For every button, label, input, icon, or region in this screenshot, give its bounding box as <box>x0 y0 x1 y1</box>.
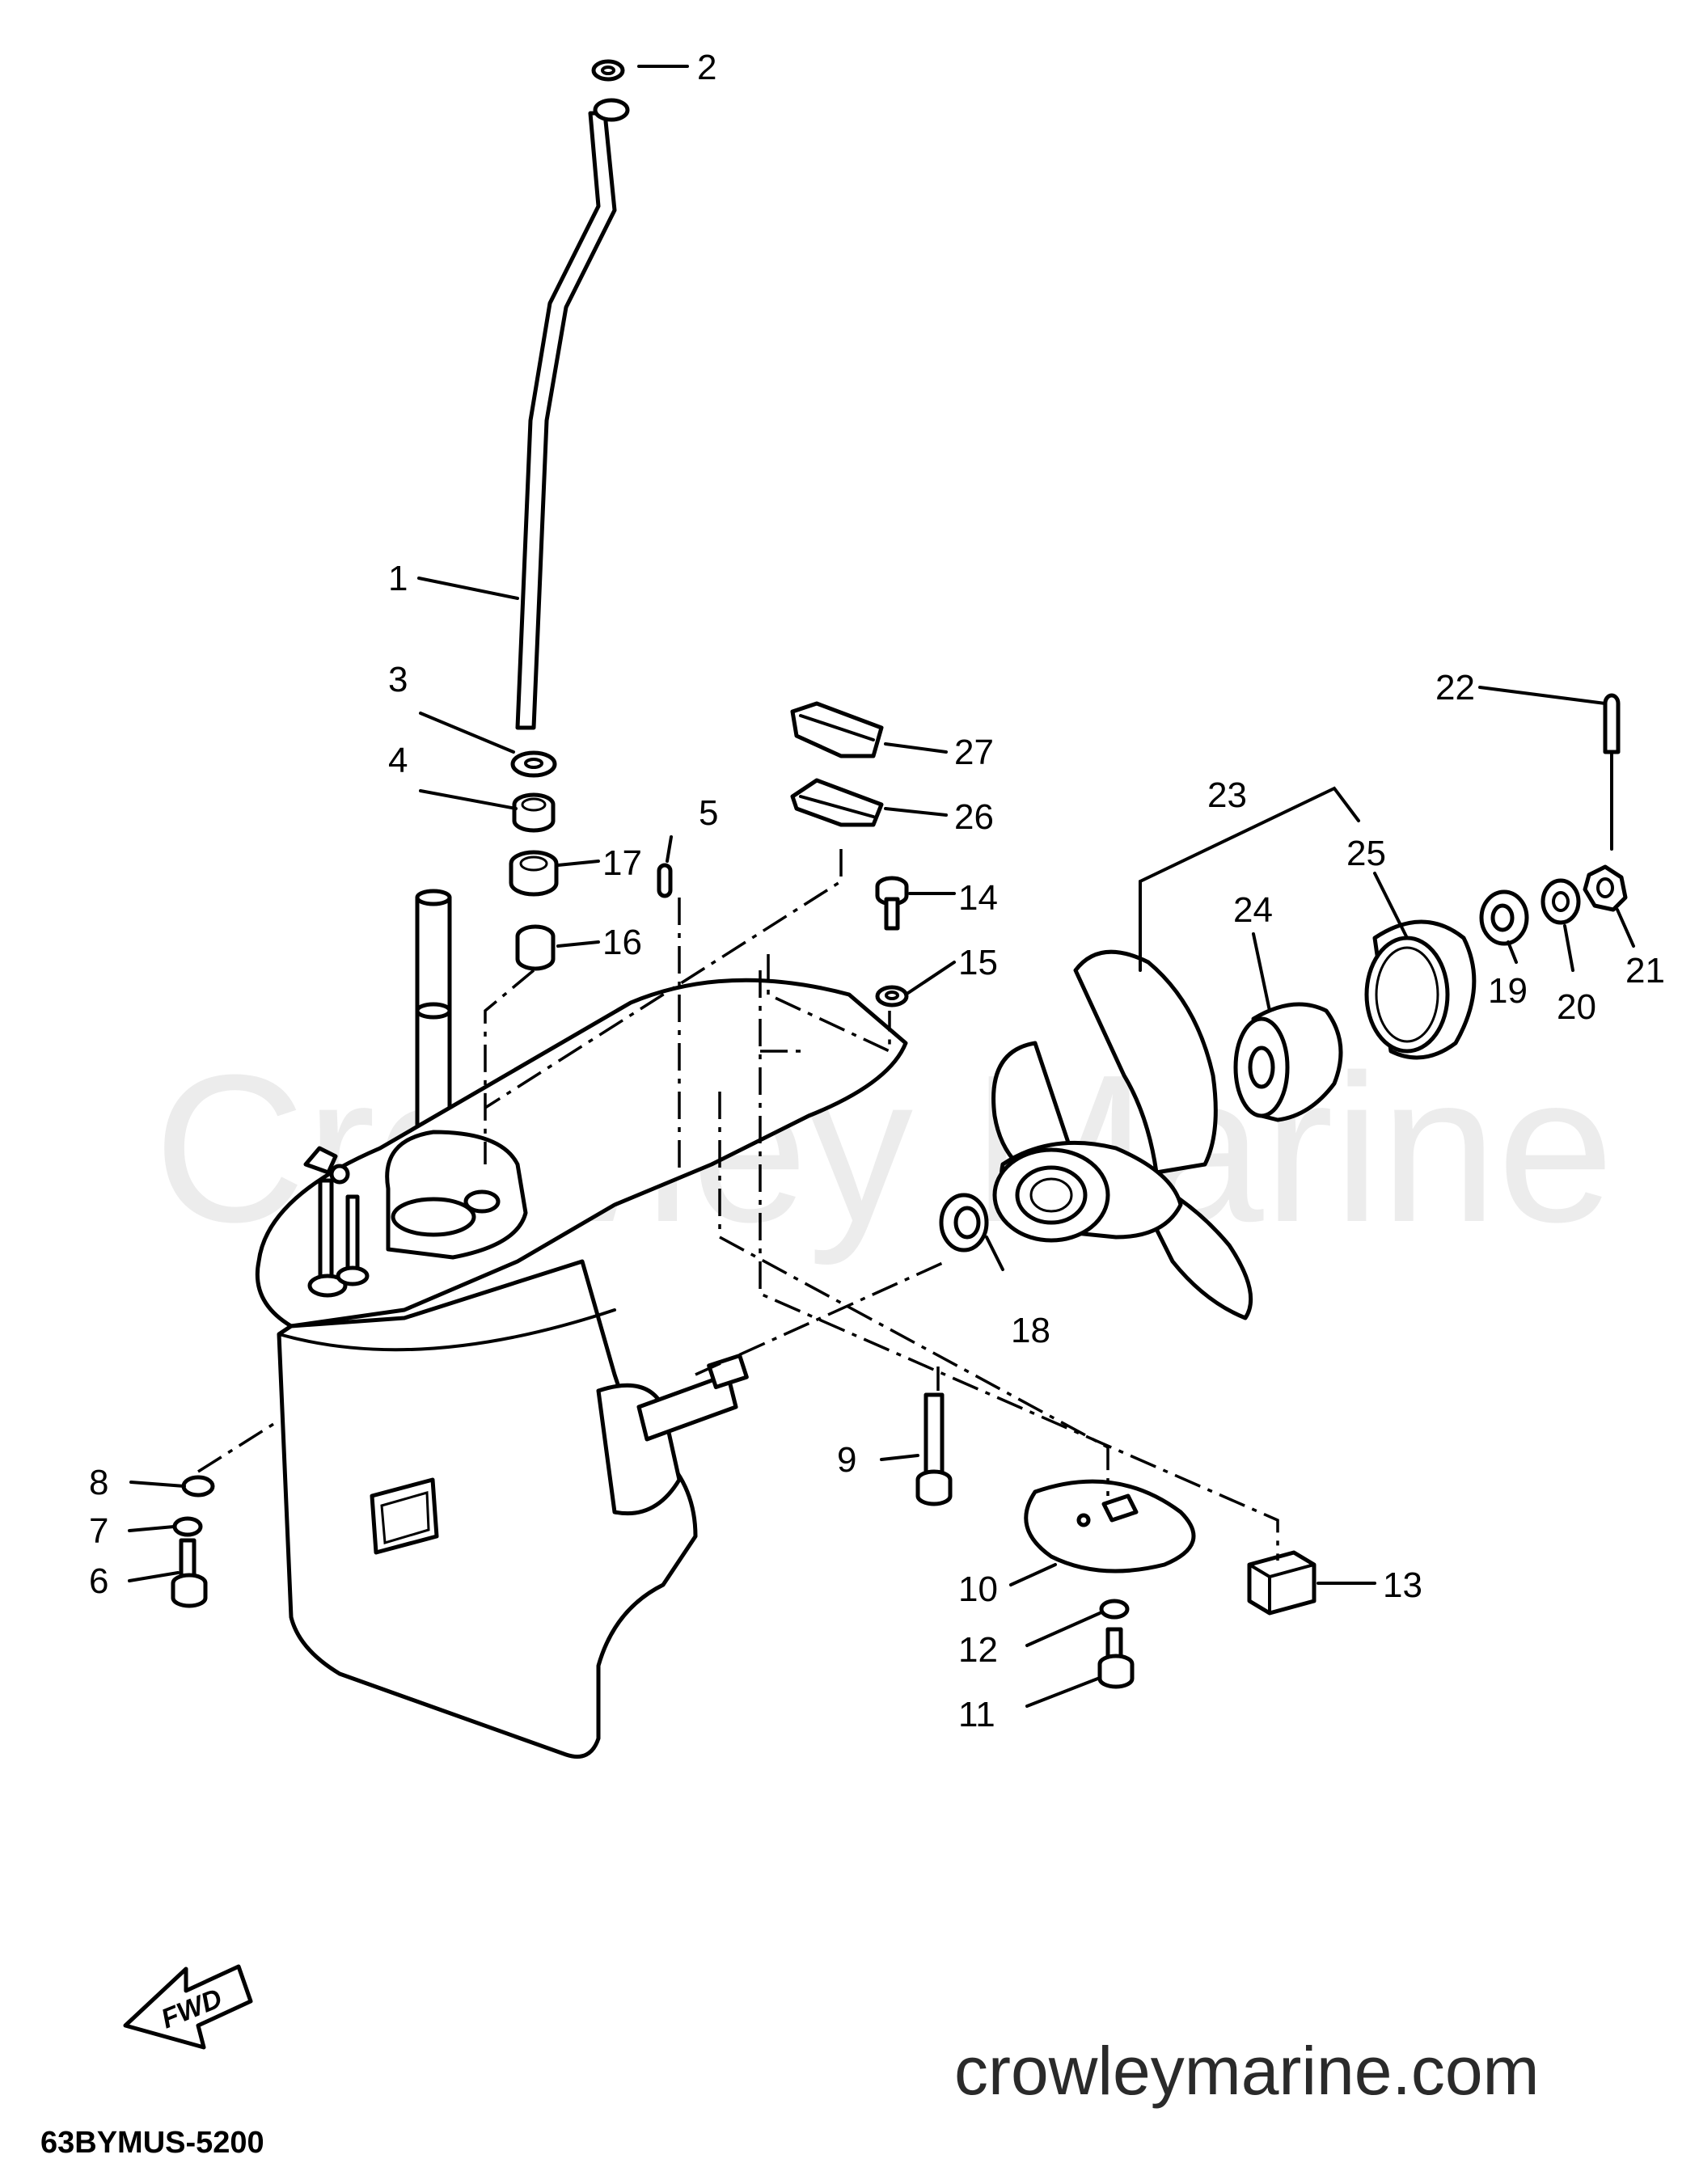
callout-4: 4 <box>388 741 408 780</box>
callout-3: 3 <box>388 660 408 699</box>
callout-13: 13 <box>1383 1565 1422 1605</box>
anode-13-part <box>1247 1550 1317 1616</box>
ring-part <box>1364 919 1477 1060</box>
callout-17: 17 <box>602 843 642 883</box>
pin-part <box>657 863 673 898</box>
diagram-code: 63BYMUS-5200 <box>40 2126 264 2160</box>
leader-lines <box>128 65 1635 1708</box>
fwd-arrow-icon: FWD <box>123 1964 253 2050</box>
callout-18: 18 <box>1011 1311 1050 1350</box>
lower-unit-housing <box>255 889 908 1759</box>
callout-23: 23 <box>1207 775 1247 815</box>
bolt-14-15-parts <box>875 876 909 1008</box>
grommet-parts <box>509 750 559 971</box>
trim-tab-parts <box>790 701 884 827</box>
callout-26: 26 <box>954 797 994 837</box>
thrust-washer-part <box>939 1193 989 1253</box>
bolt-11-12-parts <box>1097 1599 1135 1689</box>
callout-22: 22 <box>1435 668 1475 708</box>
callout-11: 11 <box>958 1695 995 1734</box>
callout-9: 9 <box>837 1440 856 1480</box>
cotter-pin-part <box>1603 693 1621 851</box>
bolt-9-part <box>915 1392 953 1506</box>
assembly-lines <box>197 849 1279 1561</box>
callout-21: 21 <box>1625 951 1665 991</box>
callout-10: 10 <box>958 1569 998 1609</box>
callout-14: 14 <box>958 878 998 918</box>
callout-7: 7 <box>89 1511 108 1551</box>
callout-8: 8 <box>89 1463 108 1502</box>
propeller-part <box>991 949 1253 1320</box>
spacer-part <box>1233 1002 1343 1122</box>
callout-5: 5 <box>699 793 718 833</box>
footer-url: crowleymarine.com <box>954 2033 1540 2109</box>
callout-25: 25 <box>1346 834 1386 873</box>
callout-6: 6 <box>89 1561 108 1601</box>
callout-15: 15 <box>958 943 998 982</box>
callout-labels: 1 2 3 4 5 6 7 8 9 10 11 12 13 14 15 16 1… <box>89 48 1665 1734</box>
callout-1: 1 <box>388 559 408 598</box>
bolt-6-7-8-parts <box>171 1475 215 1608</box>
washer-nut-parts <box>1479 864 1628 946</box>
callout-24: 24 <box>1233 890 1273 930</box>
trim-tab-10-part <box>1024 1479 1196 1574</box>
callout-12: 12 <box>958 1630 998 1670</box>
shift-rod-part <box>515 59 630 730</box>
callout-16: 16 <box>602 923 642 962</box>
callout-19: 19 <box>1488 971 1528 1011</box>
callout-20: 20 <box>1557 987 1596 1027</box>
callout-2: 2 <box>697 48 716 87</box>
group-bracket <box>1139 786 1360 972</box>
callout-27: 27 <box>954 733 994 772</box>
